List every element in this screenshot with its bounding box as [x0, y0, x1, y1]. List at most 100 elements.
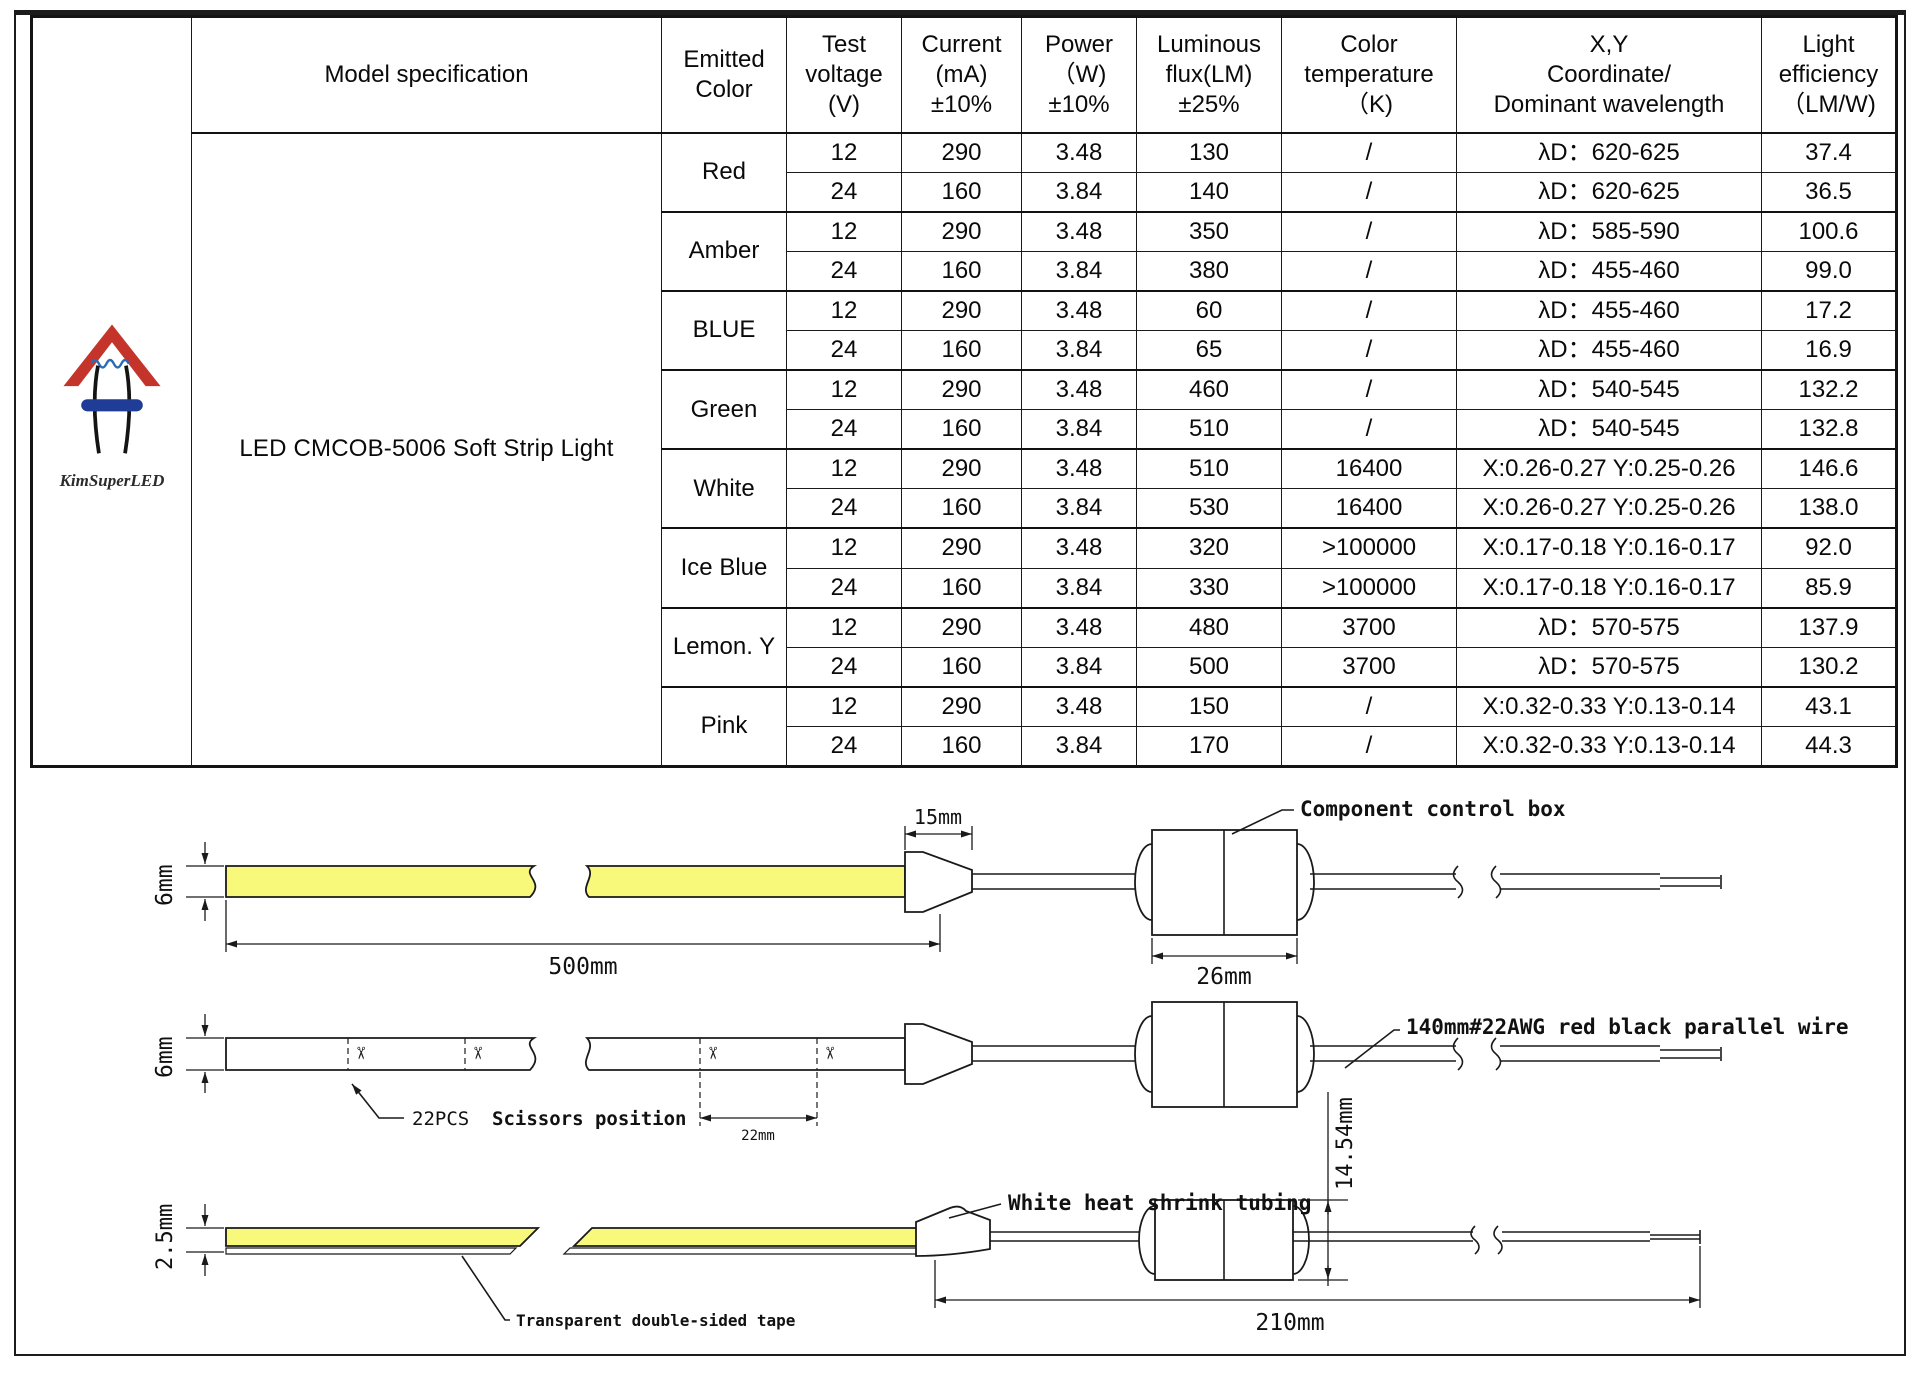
table-row: 24 160 3.84 65 / λD：455-460 16.9	[32, 329, 1897, 371]
cell: λD：620-625	[1456, 171, 1762, 213]
cell: >100000	[1281, 527, 1457, 569]
cell: 160	[901, 409, 1022, 450]
cell: 160	[901, 329, 1022, 371]
table-row: Lemon. Y 12 290 3.48 480 3700 λD：570-575…	[32, 606, 1897, 688]
table-row: Amber 12 290 3.48 350 / λD：585-590 100.6	[32, 210, 1897, 292]
led-strip-segment	[225, 1037, 538, 1071]
cell: 24	[786, 646, 902, 688]
cell: /	[1281, 289, 1457, 331]
table-header-row: KimSuperLED Model specification Emitted …	[31, 16, 1897, 767]
drawing-side-view: 2.5mm White heat shrink tubing Transpare…	[153, 1092, 1701, 1336]
cell: 330	[1136, 567, 1282, 609]
scissors-icon: ✂	[350, 1046, 370, 1060]
cell: 24	[786, 171, 902, 213]
col-header-test-voltage: Test voltage (V)	[786, 16, 902, 133]
cell: X:0.26-0.27 Y:0.25-0.26	[1456, 488, 1762, 529]
table-row: Green 12 290 3.48 460 / λD：540-545 132.2	[32, 369, 1897, 450]
cell: X:0.17-0.18 Y:0.16-0.17	[1456, 567, 1762, 609]
cell: /	[1281, 131, 1457, 173]
dim-tail-length: 210mm	[1255, 1310, 1324, 1336]
cell: X:0.17-0.18 Y:0.16-0.17	[1456, 527, 1762, 569]
cell: 12	[786, 606, 902, 648]
cell: 16400	[1281, 448, 1457, 490]
cell: 12	[786, 527, 902, 569]
cell: 530	[1136, 488, 1282, 529]
cell: 12	[786, 289, 902, 331]
dim-cut-spacing: 22mm	[741, 1128, 775, 1144]
cell: /	[1281, 369, 1457, 411]
cell: 60	[1136, 289, 1282, 331]
cell: 132.8	[1761, 409, 1897, 450]
tape-layer	[562, 1247, 919, 1255]
cell: /	[1281, 725, 1457, 767]
cell: 160	[901, 725, 1022, 767]
cell: 3700	[1281, 606, 1457, 648]
dim-strip-width-mid: 6mm	[152, 1036, 178, 1078]
cell: 3.84	[1021, 646, 1137, 688]
table-row: LED CMCOB-5006 Soft Strip Light Red 12 2…	[32, 131, 1897, 767]
strip-drawings: 6mm 15mm Component control box 500mm	[152, 797, 1849, 1336]
cell: 16.9	[1761, 329, 1897, 371]
cell: 85.9	[1761, 567, 1897, 609]
cell: 44.3	[1761, 725, 1897, 767]
cell: 3.48	[1021, 448, 1137, 490]
cell: 290	[901, 369, 1022, 411]
page-border	[14, 10, 1906, 1356]
dim-strip-thickness: 2.5mm	[153, 1204, 178, 1270]
cell: /	[1281, 329, 1457, 371]
cell: 160	[901, 567, 1022, 609]
cell: λD：540-545	[1456, 409, 1762, 450]
cell: 510	[1136, 409, 1282, 450]
cell: 17.2	[1761, 289, 1897, 331]
cell-color: Green	[661, 369, 787, 450]
cell: 24	[786, 329, 902, 371]
col-header-power: Power （W) ±10%	[1021, 16, 1137, 133]
led-strip-segment	[584, 865, 906, 898]
cell: 140	[1136, 171, 1282, 213]
cell: 12	[786, 369, 902, 411]
cell: 12	[786, 131, 902, 173]
cell: 65	[1136, 329, 1282, 371]
cell: 3.84	[1021, 725, 1137, 767]
cell: 320	[1136, 527, 1282, 569]
dim-connector-length: 15mm	[914, 805, 962, 829]
cell: 43.1	[1761, 685, 1897, 727]
dim-strip-width-top: 6mm	[152, 864, 178, 906]
cell: 132.2	[1761, 369, 1897, 411]
cell: 100.6	[1761, 210, 1897, 252]
cell: 460	[1136, 369, 1282, 411]
cell: 290	[901, 685, 1022, 727]
cell: 24	[786, 488, 902, 529]
cell: 290	[901, 210, 1022, 252]
table-row: 24 160 3.84 170 / X:0.32-0.33 Y:0.13-0.1…	[32, 725, 1897, 767]
cell-color: Amber	[661, 210, 787, 292]
table-row: Pink 12 290 3.48 150 / X:0.32-0.33 Y:0.1…	[32, 685, 1897, 767]
scissors-icon: ✂	[702, 1046, 722, 1060]
cell: 130	[1136, 131, 1282, 173]
cell: /	[1281, 685, 1457, 727]
tape-layer	[225, 1247, 518, 1255]
cell: 137.9	[1761, 606, 1897, 648]
cell: λD：455-460	[1456, 329, 1762, 371]
cell: 99.0	[1761, 250, 1897, 292]
brand-logo: KimSuperLED	[33, 292, 191, 491]
cell: 170	[1136, 725, 1282, 767]
table-row: Ice Blue 12 290 3.48 320 >100000 X:0.17-…	[32, 527, 1897, 609]
cell: 290	[901, 606, 1022, 648]
cell: 3.48	[1021, 131, 1137, 173]
col-header-current: Current (mA) ±10%	[901, 16, 1022, 133]
table-row: 24 160 3.84 510 / λD：540-545 132.8	[32, 409, 1897, 450]
drawing-top-view: 6mm 15mm Component control box 500mm	[152, 797, 1722, 990]
cell: 12	[786, 685, 902, 727]
scissors-icon: ✂	[467, 1046, 487, 1060]
cell: /	[1281, 250, 1457, 292]
cell: /	[1281, 210, 1457, 252]
cell: 160	[901, 646, 1022, 688]
cell: X:0.26-0.27 Y:0.25-0.26	[1456, 448, 1762, 490]
cell: 3.48	[1021, 210, 1137, 252]
heat-shrink-tubing	[915, 1205, 991, 1257]
strip-connector	[904, 1023, 973, 1085]
kimsuperled-logo-icon	[63, 324, 161, 454]
cell-color: Red	[661, 131, 787, 213]
